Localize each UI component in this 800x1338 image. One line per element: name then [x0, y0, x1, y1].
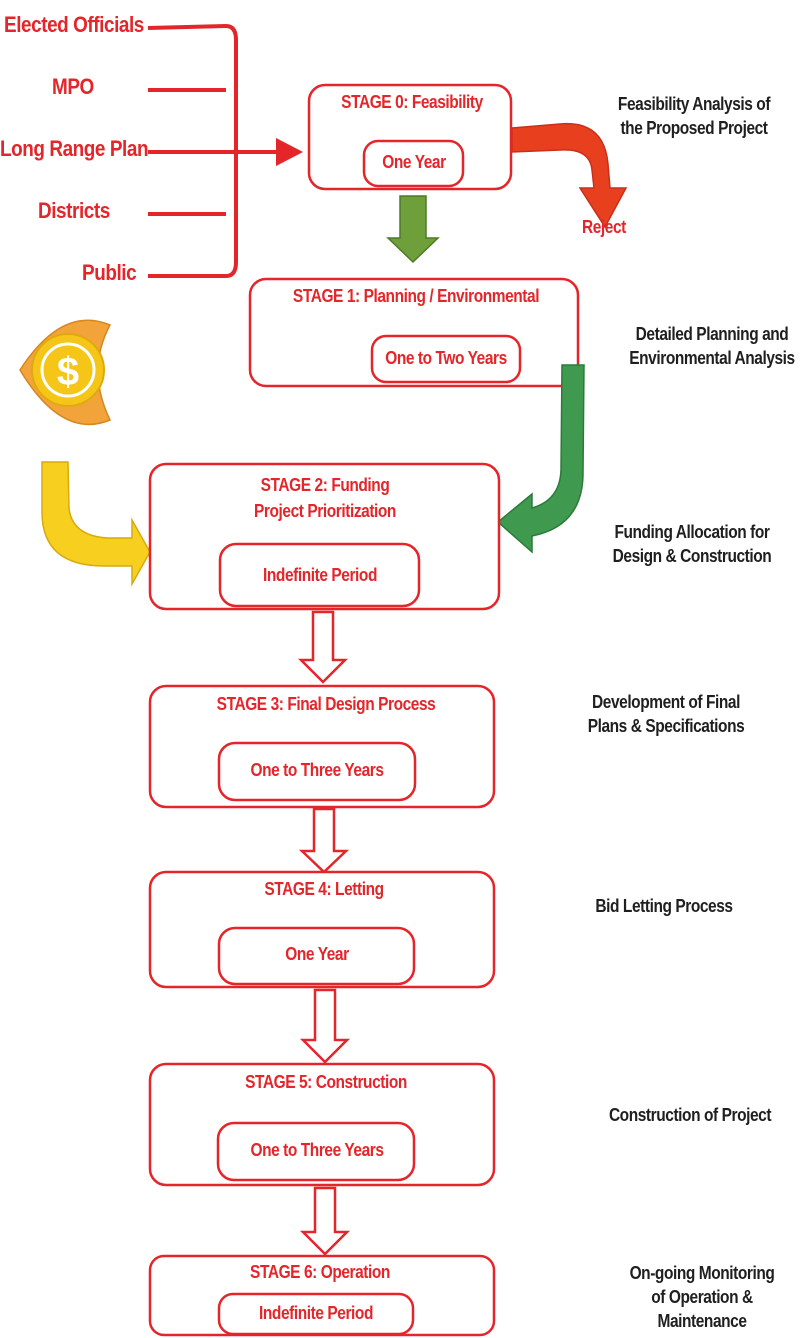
arrow-stage5-stage6	[299, 1186, 351, 1256]
source-label-public: Public	[82, 260, 137, 285]
arrow-stage2-stage3	[297, 610, 349, 684]
reject-label: Reject	[582, 217, 626, 237]
stage-1-duration: One to Two Years	[385, 348, 507, 368]
stage-4-duration: One Year	[285, 944, 349, 964]
stage-3-duration-box	[217, 741, 417, 802]
stage-3-description: Development of Final Plans & Specificati…	[587, 692, 745, 736]
stage-5-duration: One to Three Years	[250, 1140, 384, 1160]
source-arrowhead	[276, 138, 303, 166]
source-label-elected-officials: Elected Officials	[4, 12, 144, 37]
stage-2-duration: Indefinite Period	[263, 565, 377, 585]
stage-6-description: On-going Monitoring of Operation & Maint…	[629, 1263, 775, 1331]
source-connector	[147, 24, 285, 278]
stage-3-duration: One to Three Years	[250, 760, 384, 780]
source-line-elected-officials	[147, 24, 227, 30]
stage-0-title: STAGE 0: Feasibility	[341, 92, 483, 112]
arrow-stage1-stage2	[496, 364, 585, 554]
source-label-long-range-plan: Long Range Plan	[0, 136, 149, 161]
source-label-mpo: MPO	[52, 74, 94, 99]
stage-4-title: STAGE 4: Letting	[264, 879, 384, 899]
arrow-stage3-stage4	[298, 807, 350, 874]
stage-1-description: Detailed Planning and Environmental Anal…	[629, 324, 795, 368]
arrow-stage4-stage5	[299, 988, 351, 1064]
source-bracket	[225, 24, 238, 278]
dollar-coin-icon: $	[19, 319, 112, 426]
stage-1-title: STAGE 1: Planning / Environmental	[292, 286, 540, 306]
stage-2-duration-box	[218, 542, 421, 608]
stage-6-title: STAGE 6: Operation	[250, 1262, 390, 1282]
stage-3-title: STAGE 3: Final Design Process	[216, 694, 436, 714]
stage-0-description: Feasibility Analysis of the Proposed Pro…	[617, 94, 771, 138]
arrow-stage0-stage1	[386, 195, 440, 264]
stage-1-duration-box	[370, 334, 522, 384]
stage-4-description: Bid Letting Process	[595, 896, 733, 916]
stage-6-duration-box	[217, 1292, 415, 1336]
stage-5-title: STAGE 5: Construction	[245, 1072, 407, 1092]
stage-5-duration-box	[216, 1121, 416, 1182]
stage-2-title: STAGE 2: Funding Project Prioritization	[254, 475, 396, 521]
svg-text:$: $	[57, 350, 79, 394]
source-label-districts: Districts	[38, 198, 110, 223]
stage-2-description: Funding Allocation for Design & Construc…	[612, 522, 772, 566]
reject-arrow	[511, 122, 628, 229]
arrow-funding-stage2	[41, 461, 151, 587]
stage-0-duration-box	[362, 139, 465, 188]
stage-4-duration-box	[217, 926, 416, 986]
stage-0-duration: One Year	[382, 152, 446, 172]
stage-5-description: Construction of Project	[608, 1105, 772, 1125]
stage-6-duration: Indefinite Period	[259, 1303, 373, 1323]
